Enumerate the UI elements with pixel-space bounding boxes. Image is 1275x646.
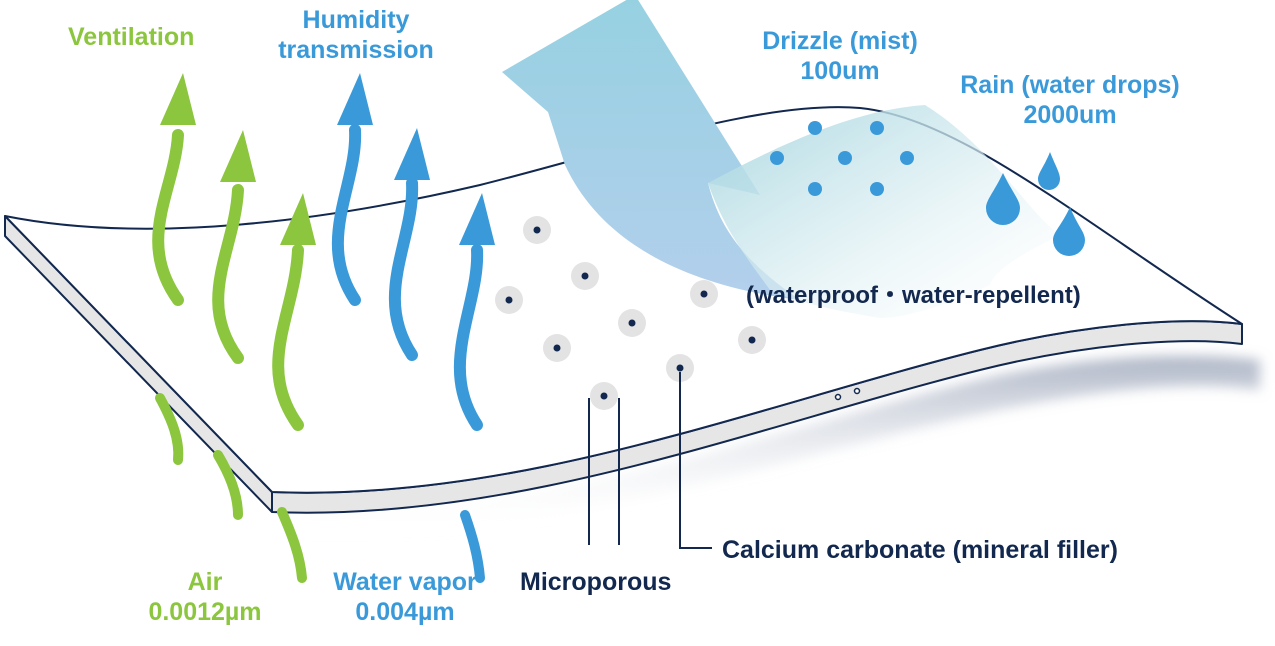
air-arrows-upper bbox=[152, 73, 316, 431]
label-waterproof: (waterproof・water-repellent) bbox=[746, 282, 1081, 309]
rain-drops bbox=[986, 152, 1085, 256]
label-drizzle-line2: 100um bbox=[800, 57, 880, 85]
label-drizzle: Drizzle (mist) 100um bbox=[730, 26, 950, 86]
leader-lines bbox=[588, 372, 712, 549]
label-microporous: Microporous bbox=[520, 568, 672, 596]
drizzle-dots bbox=[770, 121, 914, 196]
label-humidity-line2: transmission bbox=[278, 36, 434, 64]
label-water-vapor: Water vapor 0.004µm bbox=[305, 567, 505, 627]
label-vapor-line1: Water vapor bbox=[333, 568, 477, 596]
mineral-filler-pores bbox=[495, 216, 766, 410]
vapor-arrows-upper bbox=[331, 73, 495, 431]
label-rain-line2: 2000um bbox=[1023, 101, 1117, 129]
vapor-arrow-lower bbox=[460, 510, 485, 583]
label-drizzle-line1: Drizzle (mist) bbox=[762, 27, 918, 55]
label-air: Air 0.0012µm bbox=[115, 567, 295, 627]
rain-flow-arrow bbox=[502, 0, 800, 300]
label-humidity-transmission: Humidity transmission bbox=[256, 5, 456, 65]
label-humidity-line1: Humidity bbox=[302, 6, 410, 34]
label-rain-line1: Rain (water drops) bbox=[960, 71, 1180, 99]
label-air-line1: Air bbox=[187, 568, 223, 596]
label-vapor-line2: 0.004µm bbox=[355, 598, 455, 626]
air-arrows-lower bbox=[155, 393, 307, 583]
label-air-line2: 0.0012µm bbox=[148, 598, 262, 626]
label-ventilation: Ventilation bbox=[68, 23, 195, 51]
edge-pore bbox=[834, 393, 842, 401]
label-calcium-carbonate: Calcium carbonate (mineral filler) bbox=[722, 536, 1118, 564]
water-sheet bbox=[708, 105, 1060, 318]
label-rain: Rain (water drops) 2000um bbox=[935, 70, 1205, 130]
film-shadow bbox=[300, 355, 1260, 536]
edge-pore bbox=[853, 387, 861, 395]
